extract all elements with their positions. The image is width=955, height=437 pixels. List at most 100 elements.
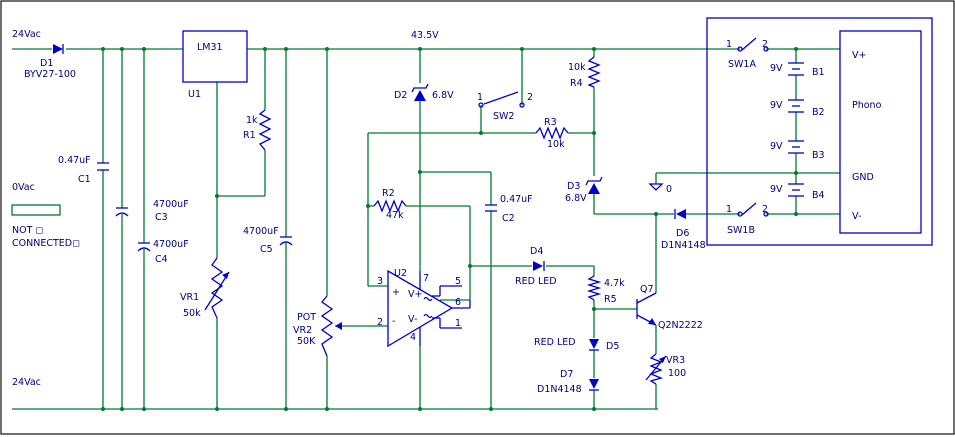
ref-b1: B1 xyxy=(812,67,825,78)
ref-vr2: VR2 xyxy=(293,325,312,336)
ref-u2: U2 xyxy=(394,268,407,279)
switch-sw1b xyxy=(737,202,769,217)
value-r5: 4.7k xyxy=(604,278,625,289)
value-c2: 0.47uF xyxy=(500,194,533,205)
potentiometer-vr3 xyxy=(645,353,667,385)
pin1-sw1a: 1 xyxy=(726,39,732,50)
pin1-sw1b: 1 xyxy=(726,204,732,215)
ref-c2: C2 xyxy=(502,213,515,224)
ref-d5: D5 xyxy=(606,341,619,352)
ref-sw2: SW2 xyxy=(493,111,514,122)
name-vr2: POT xyxy=(297,312,316,323)
zero-vac-terminal xyxy=(11,204,61,216)
phono-connector xyxy=(839,30,922,234)
value-b3: 9V xyxy=(770,141,783,152)
ref-d4: D4 xyxy=(530,246,543,257)
opamp-u2 xyxy=(387,269,471,348)
pin1-sw2: 1 xyxy=(477,92,483,103)
phono-pin-vminus: V- xyxy=(852,211,861,222)
ref-vr1: VR1 xyxy=(180,292,199,303)
ref-b2: B2 xyxy=(812,107,825,118)
value-r1: 1k xyxy=(246,115,258,126)
pin-u2-5: 5 xyxy=(455,276,461,287)
pin2-sw1b: 2 xyxy=(762,204,768,215)
value-b4: 9V xyxy=(770,184,783,195)
regulator-u1 xyxy=(182,30,248,83)
value-r4: 10k xyxy=(568,62,586,73)
ref-r2: R2 xyxy=(382,188,395,199)
potentiometer-vr1 xyxy=(204,257,230,319)
capacitor-c2 xyxy=(485,204,497,212)
label-not: NOT ◻ xyxy=(12,225,43,236)
ref-q7: Q7 xyxy=(640,284,654,295)
wires xyxy=(12,48,840,410)
ref-vr3: VR3 xyxy=(666,355,685,366)
pin-u2-6: 6 xyxy=(455,297,461,308)
resistor-r2 xyxy=(373,199,407,213)
ref-d2: D2 xyxy=(394,90,407,101)
ground-icon xyxy=(648,183,664,191)
resistor-r4 xyxy=(587,56,601,88)
ref-sw1b: SW1B xyxy=(727,225,755,236)
led-d4 xyxy=(533,261,545,271)
u2-plus: + xyxy=(392,287,400,298)
value-b1: 9V xyxy=(770,63,783,74)
value-d1: BYV27-100 xyxy=(24,69,76,80)
ref-c5: C5 xyxy=(260,244,273,255)
ref-d1: D1 xyxy=(40,58,53,69)
battery-b4 xyxy=(788,183,804,197)
value-d5: RED LED xyxy=(534,337,576,348)
value-d7: D1N4148 xyxy=(537,384,582,395)
pin-u2-7: 7 xyxy=(423,273,429,284)
value-d6: D1N4148 xyxy=(661,240,706,251)
battery-b1 xyxy=(788,62,804,76)
u2-minus: - xyxy=(392,316,395,327)
label-24vac-bottom: 24Vac xyxy=(12,377,41,388)
pin-u2-4: 4 xyxy=(410,332,416,343)
resistor-r3 xyxy=(535,126,569,140)
transistor-q7 xyxy=(636,292,657,326)
label-0vac: 0Vac xyxy=(12,182,35,193)
value-d2: 6.8V xyxy=(432,90,454,101)
label-ground: 0 xyxy=(666,184,672,195)
value-c4: 4700uF xyxy=(153,239,189,250)
junctions xyxy=(101,47,798,411)
ref-d6: D6 xyxy=(676,228,689,239)
value-d4: RED LED xyxy=(515,276,557,287)
phono-pin-vplus: V+ xyxy=(852,50,866,61)
label-rail-voltage: 43.5V xyxy=(411,30,439,41)
battery-b3 xyxy=(788,140,804,154)
capacitor-c4 xyxy=(137,242,151,252)
ref-c4: C4 xyxy=(155,254,168,265)
phono-pin-gnd: GND xyxy=(852,172,874,183)
u2-vminus: V- xyxy=(408,314,417,325)
ref-r1: R1 xyxy=(243,130,256,141)
diode-d7 xyxy=(589,379,599,391)
value-vr3: 100 xyxy=(668,368,686,379)
value-r2: 47k xyxy=(386,210,404,221)
ref-d3: D3 xyxy=(567,181,580,192)
pin-u2-3: 3 xyxy=(377,276,383,287)
switch-sw2 xyxy=(478,91,525,108)
capacitor-c3 xyxy=(115,207,129,217)
ref-r5: R5 xyxy=(604,294,617,305)
value-vr1: 50k xyxy=(183,308,201,319)
pin2-sw1a: 2 xyxy=(762,39,768,50)
value-c1: 0.47uF xyxy=(58,155,91,166)
switch-sw1a xyxy=(737,37,769,52)
diode-d6 xyxy=(674,209,686,219)
zener-d2 xyxy=(411,83,429,101)
battery-b2 xyxy=(788,99,804,113)
resistor-r1 xyxy=(258,109,272,151)
ref-d7: D7 xyxy=(560,369,573,380)
phono-name: Phono xyxy=(852,100,882,111)
capacitor-c1 xyxy=(97,162,109,171)
value-b2: 9V xyxy=(770,100,783,111)
label-24vac-top: 24Vac xyxy=(12,29,41,40)
ref-b4: B4 xyxy=(812,190,825,201)
battery-box xyxy=(706,17,933,246)
zener-d3 xyxy=(585,176,603,194)
value-r3: 10k xyxy=(547,139,565,150)
